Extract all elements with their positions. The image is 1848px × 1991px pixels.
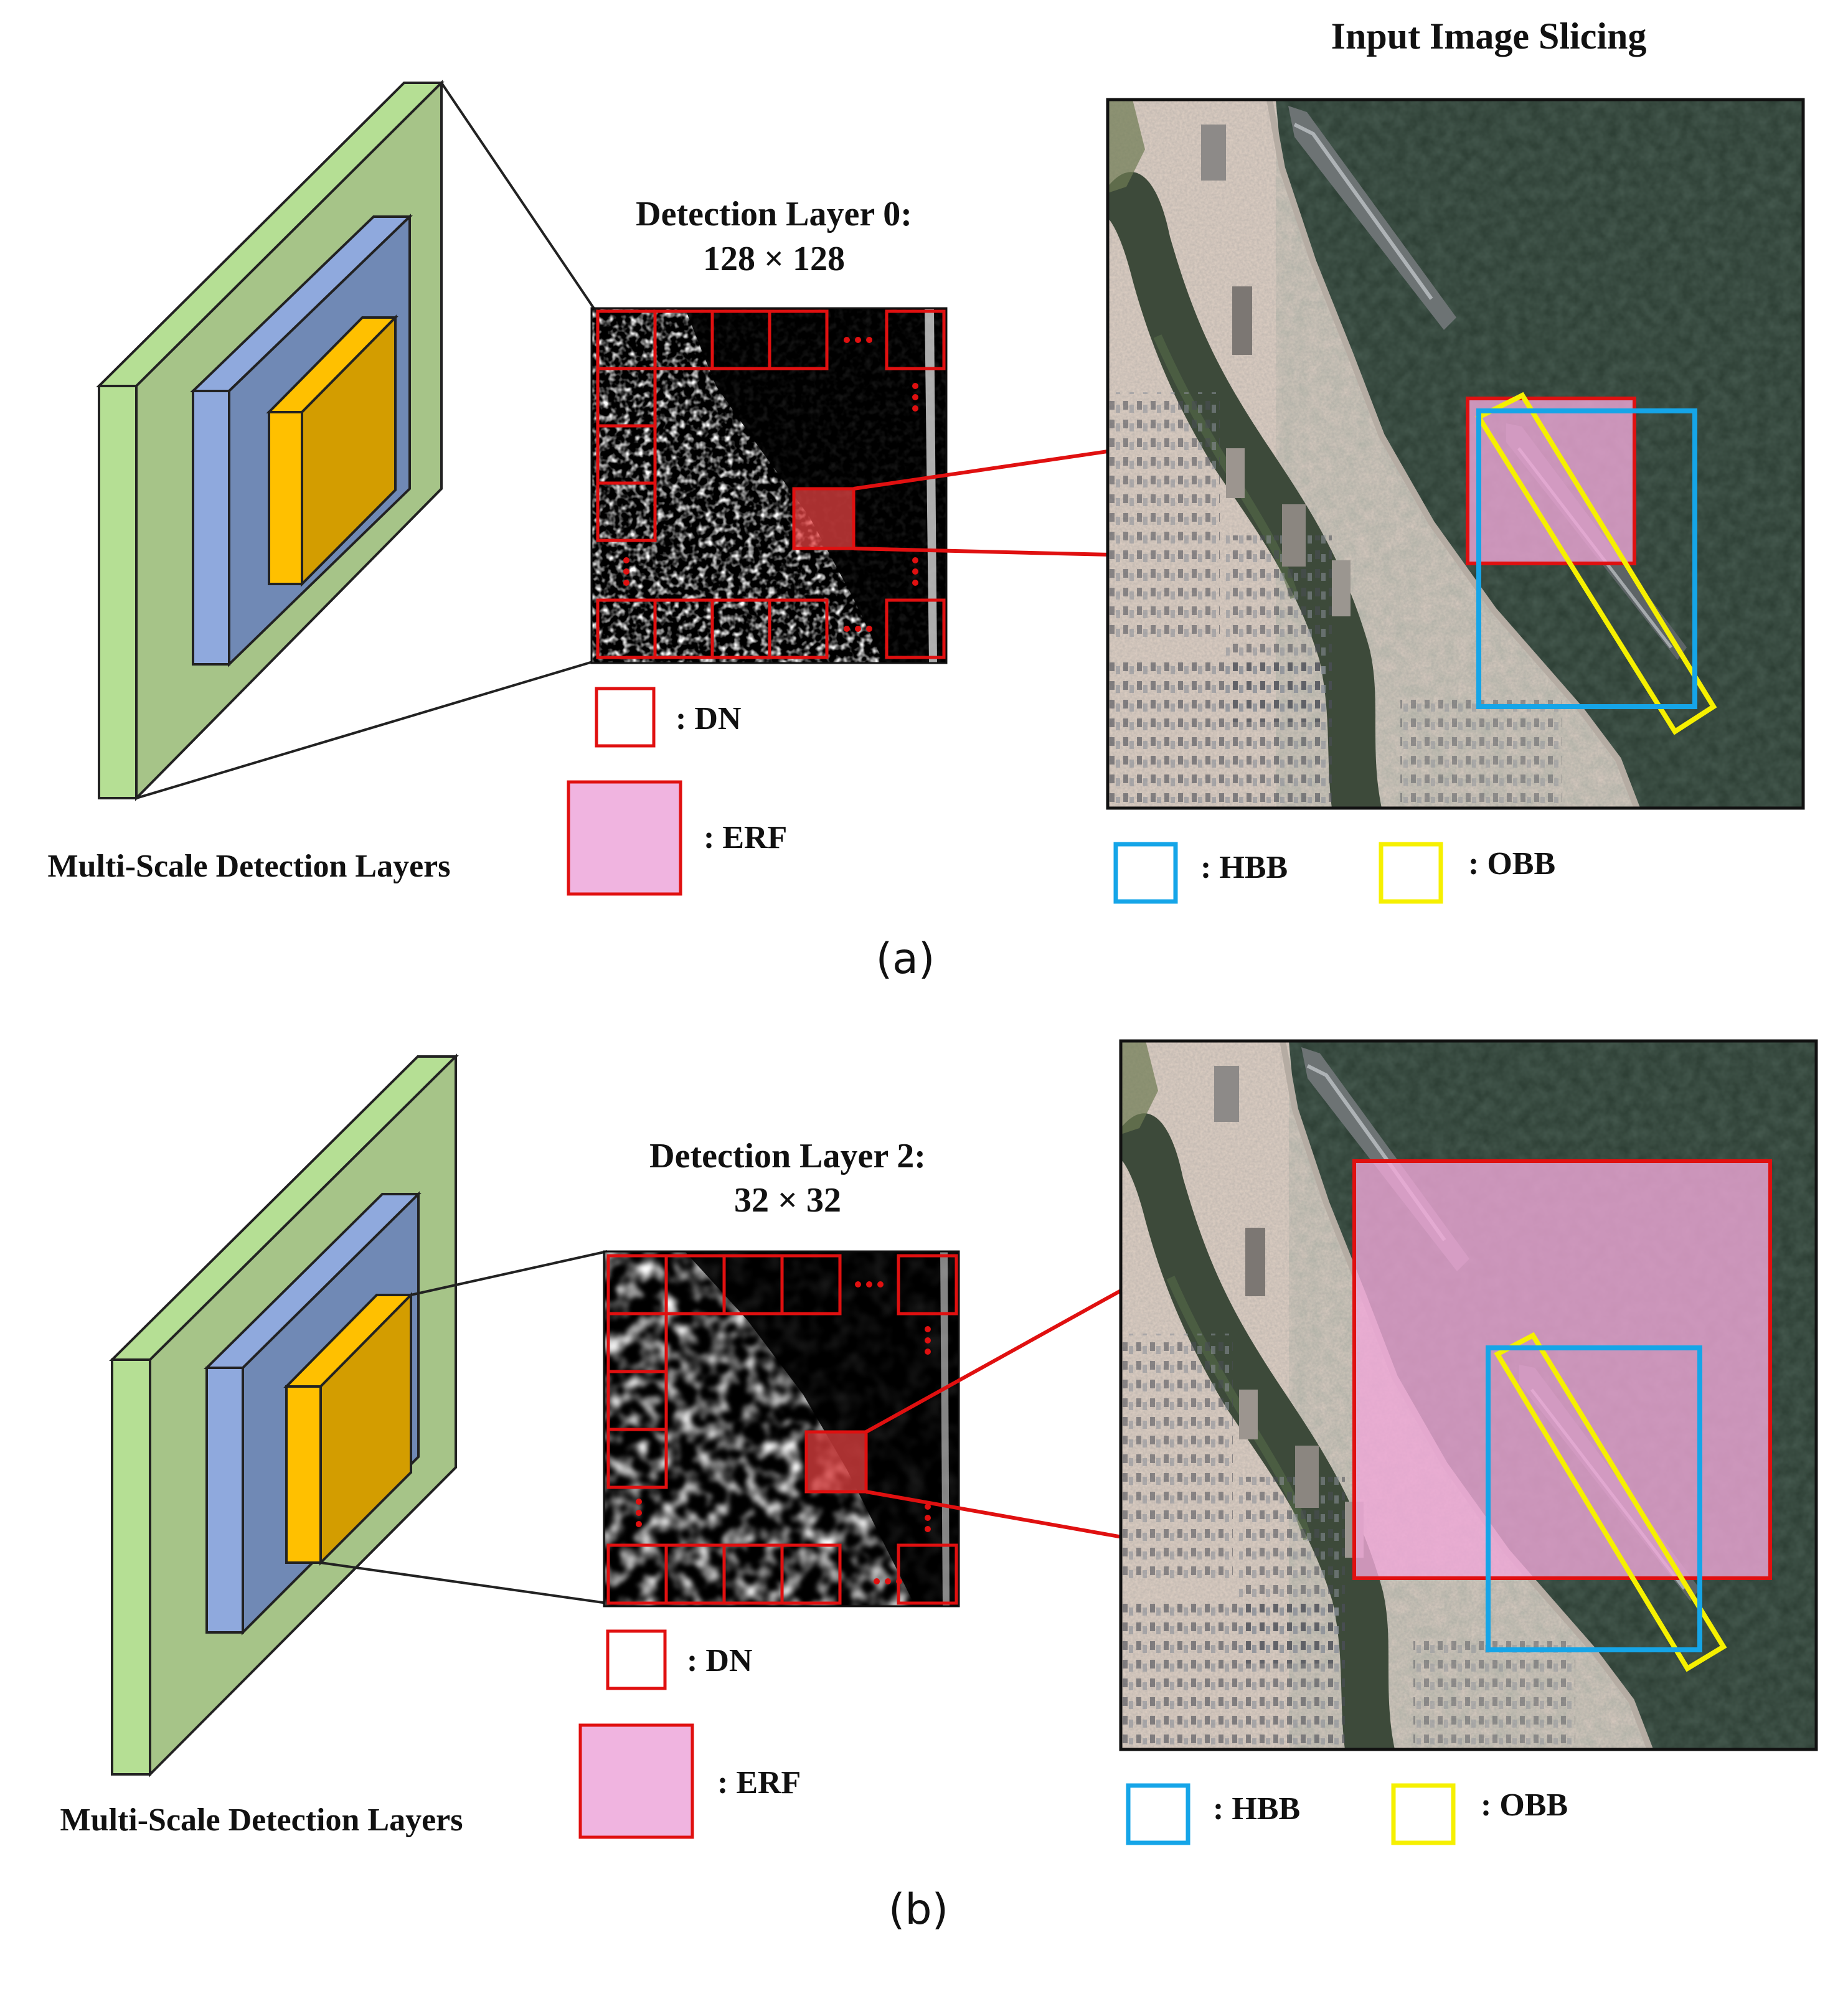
detection-size: 128 × 128	[703, 240, 845, 278]
detection-title: Detection Layer 2:	[649, 1137, 926, 1175]
legend-erf-label: : ERF	[717, 1765, 801, 1800]
dn-cell	[885, 598, 946, 659]
legend-obb-swatch	[1391, 1783, 1456, 1845]
dn-cell	[897, 1543, 958, 1605]
ellipsis-dots	[623, 337, 918, 632]
dn-cell	[596, 481, 657, 542]
dn-cells	[596, 309, 946, 659]
feature-map-border	[603, 1250, 960, 1607]
aerial-image-border	[1106, 98, 1805, 810]
layer-stack	[96, 80, 445, 801]
legend-hbb-swatch	[1113, 842, 1178, 904]
layers-label: Multi-Scale Detection Layers	[60, 1802, 463, 1838]
legend-erf-swatch	[578, 1723, 694, 1839]
obb-box	[1475, 392, 1717, 735]
projection-line-top	[440, 82, 596, 311]
legend-dn-label: : DN	[687, 1643, 752, 1678]
ellipsis-dots	[636, 1281, 931, 1584]
panel-a: Multi-Scale Detection Layers Detection L…	[48, 80, 1805, 984]
dn-cell	[885, 309, 946, 370]
layer-blue-side	[205, 1367, 244, 1634]
projection-line-top	[410, 1250, 608, 1296]
detection-title: Detection Layer 0:	[636, 195, 912, 233]
legend-obb-label: : OBB	[1481, 1787, 1568, 1823]
panel-caption: (b)	[889, 1885, 948, 1934]
layer-green-side	[98, 385, 138, 799]
dn-cell	[780, 1254, 842, 1316]
legend-hbb-label: : HBB	[1200, 850, 1288, 885]
aerial-image-border	[1119, 1039, 1818, 1751]
detection-size: 32 × 32	[734, 1181, 841, 1220]
erf-region	[1352, 1159, 1772, 1580]
projection-line-bottom	[320, 1561, 608, 1604]
panel-caption: (a)	[876, 934, 935, 984]
legend-hbb-label: : HBB	[1213, 1791, 1300, 1827]
layer-orange-side	[285, 1385, 322, 1564]
legend-dn-swatch	[606, 1629, 667, 1690]
dn-cell	[897, 1254, 958, 1316]
legend-hbb-swatch	[1126, 1783, 1190, 1845]
legend-obb-swatch	[1379, 842, 1443, 904]
layer-green-side	[111, 1358, 151, 1776]
obb-box	[1494, 1332, 1727, 1672]
legend-erf-swatch	[567, 780, 682, 896]
legend-dn-swatch	[595, 687, 656, 748]
legend-obb-label: : OBB	[1468, 846, 1555, 882]
dn-cell	[768, 309, 829, 370]
legend-dn-label: : DN	[676, 701, 741, 737]
layer-orange-side	[268, 411, 303, 585]
erf-cell	[804, 1430, 868, 1494]
page-title: Input Image Slicing	[1331, 16, 1647, 57]
hbb-box	[1476, 408, 1697, 709]
layer-blue-side	[192, 390, 230, 666]
projection-line-bottom	[136, 660, 595, 799]
legend-erf-label: : ERF	[704, 820, 787, 855]
erf-cell	[792, 487, 856, 550]
dn-cell	[780, 1543, 842, 1605]
dn-cell	[606, 1428, 668, 1489]
aerial-image	[1108, 100, 1803, 808]
layers-label: Multi-Scale Detection Layers	[48, 849, 451, 884]
hbb-box	[1486, 1345, 1702, 1652]
dn-cells	[606, 1254, 958, 1605]
dn-cell	[768, 598, 829, 659]
panel-b: Multi-Scale Detection Layers Detection L…	[60, 1039, 1818, 1934]
layer-stack	[109, 1053, 459, 1777]
feature-map-border	[590, 307, 948, 664]
